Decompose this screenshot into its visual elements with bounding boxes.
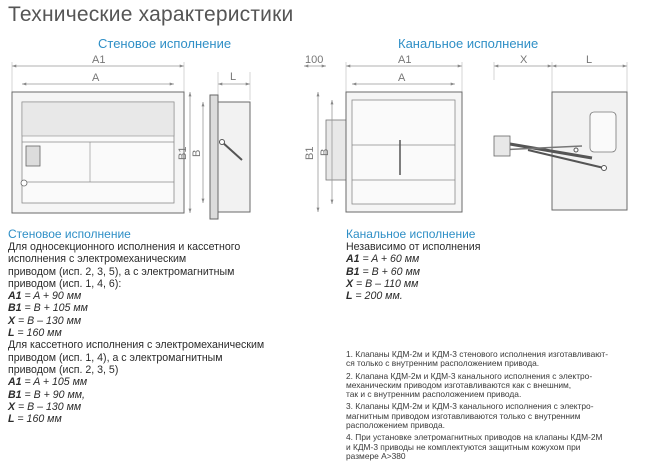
wall-spec-intro2-line: приводом (исп. 1, 4), а с электромагнитн… — [8, 351, 223, 364]
duct-formula-a1: A1 = A + 60 мм — [346, 253, 420, 266]
wall-formula-x: X = B – 130 мм — [8, 314, 82, 327]
wall-spec-intro-line: приводом (исп. 2, 3, 5), а с электромагн… — [8, 265, 235, 278]
duct-side-view: X L — [493, 54, 628, 211]
dim-a-duct: A — [398, 72, 406, 84]
wall-formula-l: L = 160 мм — [8, 327, 62, 340]
dim-b1-wall: B1 — [177, 147, 189, 160]
wall-spec-intro-line: Для односекционного исполнения и кассетн… — [8, 241, 241, 253]
dim-a-wall: A — [92, 72, 100, 84]
duct-spec-block: Канальное исполнение Независимо от испол… — [346, 227, 566, 303]
wall-formula-a1: A1 = A + 90 мм — [8, 290, 82, 303]
dim-l-duct: L — [586, 54, 592, 66]
wall-spec-intro2-line: приводом (исп. 2, 3, 5) — [8, 363, 119, 376]
page-title: Технические характеристики — [8, 3, 294, 26]
duct-formula-b1: B1 = B + 60 мм — [346, 265, 421, 278]
wall-spec-intro2-line: Для кассетного исполнения с электромехан… — [8, 339, 265, 352]
duct-front-view: 100 A1 A B1 B — [304, 54, 463, 213]
wall-spec-intro-line: приводом (исп. 1, 4, 6): — [8, 277, 122, 290]
duct-drawing-caption: Канальное исполнение — [398, 36, 539, 51]
footnote-2: 2. Клапана КДМ-2м и КДМ-3 канального исп… — [346, 370, 593, 400]
footnotes: 1. Клапаны КДМ-2м и КДМ-3 стенового испо… — [346, 349, 646, 464]
dim-b-duct: B — [319, 149, 331, 156]
wall-formula-b1: B1 = B + 105 мм — [8, 302, 88, 315]
wall-front-view: A1 A B1 B — [11, 54, 205, 214]
dim-b1-duct: B1 — [304, 147, 316, 160]
duct-formula-x: X = B – 110 мм — [346, 277, 419, 290]
duct-formula-l: L = 200 мм. — [346, 290, 403, 303]
dim-x-duct: X — [520, 54, 528, 66]
wall-drawing-caption: Стеновое исполнение — [98, 36, 232, 51]
wall-formula2-x: X = B – 130 мм — [8, 400, 82, 413]
dim-100-duct: 100 — [305, 54, 323, 66]
duct-spec-heading: Канальное исполнение — [346, 227, 476, 241]
footnote-3: 3. Клапаны КДМ-2м и КДМ-3 канального исп… — [346, 401, 594, 431]
duct-spec-intro: Независимо от исполнения — [346, 241, 481, 253]
footnote-4: 4. При установке элетромагнитных приводо… — [346, 432, 603, 461]
footnote-1: 1. Клапаны КДМ-2м и КДМ-3 стенового испо… — [346, 349, 609, 369]
wall-spec-block: Стеновое исполнение Для односекционного … — [8, 227, 308, 426]
wall-spec-heading: Стеновое исполнение — [8, 227, 131, 241]
wall-formula2-a1: A1 = A + 105 мм — [8, 376, 88, 389]
dim-l-wall: L — [230, 71, 236, 83]
dim-b-wall: B — [191, 150, 203, 157]
technical-drawings: A1 A B1 B L 100 A1 A — [11, 54, 628, 220]
dim-a1-duct: A1 — [398, 54, 411, 66]
wall-spec-intro-line: исполнения с электромеханическим — [8, 253, 187, 266]
wall-formula2-b1: B1 = B + 90 мм, — [8, 388, 85, 401]
dim-a1-wall: A1 — [92, 54, 105, 66]
wall-side-view: L — [209, 71, 251, 220]
wall-formula2-l: L = 160 мм — [8, 413, 62, 426]
